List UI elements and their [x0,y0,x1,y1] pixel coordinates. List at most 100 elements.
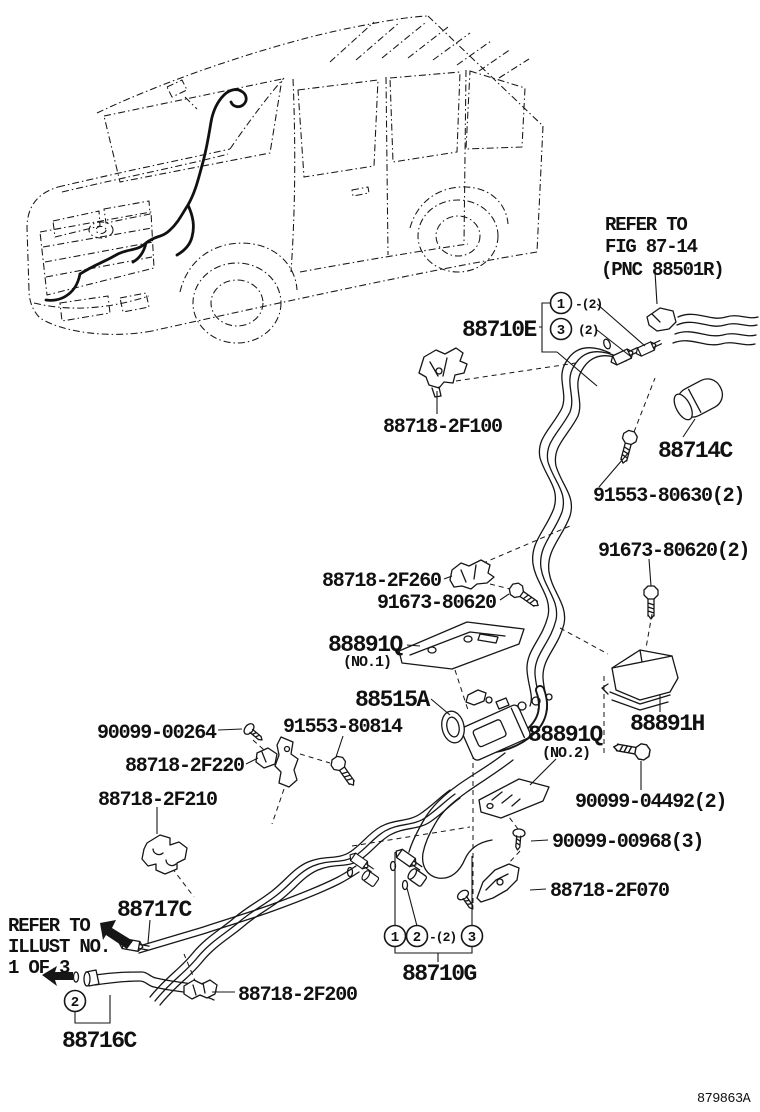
direction-arrow-icon [100,920,133,949]
part-label-88891Q-no2-sub: (NO.2) [542,745,590,762]
grille [39,211,155,296]
part-label-91673-80620-x2: 91673-80620(2) [598,540,749,563]
note-line: REFER TO [605,214,687,236]
part-label-88718-2F070: 88718-2F070 [550,880,669,903]
part-label-88717C: 88717C [117,897,193,923]
callout-qty: (2) [578,323,598,338]
pipe-end-fitting [405,866,428,888]
windshield [103,78,283,183]
part-label-88718-2F210: 88718-2F210 [98,789,217,812]
callout-qty: -(2) [575,297,602,312]
vehicle-sketch [26,15,544,344]
rear-pipe-to-front-unit [646,307,759,346]
side-mirror [166,79,198,110]
callout-top-3: 3 (2) [549,317,599,341]
pipe-88717C [135,865,360,954]
o-ring [346,866,354,878]
bolt-91673-80620-glyph [506,580,543,612]
headlights [52,200,151,238]
pipe-routing-highlight [44,88,248,302]
pipe-end-fitting [359,868,380,888]
part-labels: 88710E 88718-2F100 88714C 91553-80630(2)… [62,317,750,1054]
brand-emblem [88,221,114,239]
clamp-88718-2F210-glyph [141,834,188,875]
note-line: 1 OF 3 [8,957,70,979]
front-pipe-88710G [72,752,514,1006]
o-ring [401,879,409,891]
screw-90099-00968-glyph [510,827,526,852]
clamp-88718-2F220-glyph [255,736,299,788]
callout-top-1: 1 -(2) [549,291,603,315]
note-line: ILLUST NO. [8,936,110,958]
drawing-code: 879863A [697,1092,752,1107]
note-line: REFER TO [8,915,90,937]
part-label-90099-00968: 90099-00968(3) [552,831,703,854]
roof-hatching [329,21,530,79]
front-wheel [192,262,282,344]
part-label-91673-80620: 91673-80620 [377,592,496,615]
clamp-88718-2F260-glyph [449,559,495,590]
pipe-union-fitting [346,850,376,875]
bracket-88891Q-no1-glyph [398,621,525,670]
part-label-88710G: 88710G [402,961,477,987]
part-label-88891Q-no1-sub: (NO.1) [343,654,391,671]
callout-number: 2 [71,995,79,1011]
license-plate [59,295,111,322]
callout-qty: -(2) [429,930,456,945]
valve-88515A-glyph [441,689,553,761]
callout-number: 3 [557,323,565,339]
bolt-90099-04492-glyph [611,738,652,762]
pipe-union-fitting [392,846,425,874]
callout-number: 1 [557,297,565,313]
o-ring [72,971,80,983]
pipe-loop-to-valve [408,752,514,879]
insulator-88714C-glyph [673,378,724,421]
clamp-88718-2F100-glyph [418,347,468,398]
pipe-connector-88501R [646,307,677,332]
bracket-88891H-glyph [601,649,679,711]
callout-bottom-1: 1 [383,924,407,948]
part-label-88718-2F260: 88718-2F260 [322,570,441,593]
part-label-88515A: 88515A [355,687,431,713]
callout-number: 2 [413,930,421,946]
bolt-91673-80620x2-glyph [643,585,659,620]
leader-lines [74,271,696,1024]
rear-wheel [417,199,499,273]
part-label-88710E: 88710E [462,317,537,343]
bracket-88891Q-no2-glyph [478,778,550,819]
part-label-88891H: 88891H [630,711,705,737]
part-label-88718-2F220: 88718-2F220 [125,755,244,778]
clamp-88718-2F200-glyph [183,979,218,1000]
pipe-union-fitting [608,344,642,368]
note-refer-illust: REFER TO ILLUST NO. 1 OF 3 [8,915,111,979]
part-label-88714C: 88714C [658,438,734,464]
note-line: (PNC 88501R) [601,259,723,281]
pipe-bundle-lower [149,789,461,1006]
o-ring [603,338,611,350]
part-label-88716C: 88716C [62,1028,138,1054]
callout-bottom-3: 3 [460,924,484,948]
part-label-90099-00264: 90099-00264 [97,722,217,745]
callout-number: 1 [391,930,399,946]
callout-number: 3 [468,930,476,946]
bolt-91553-80814-glyph [328,753,360,790]
part-label-88891Q-no1: 88891Q [328,632,404,658]
part-label-91553-80814: 91553-80814 [283,716,403,739]
part-label-90099-04492: 90099-04492(2) [575,791,726,814]
callout-bottom-2: 2 -(2) [405,924,457,948]
bolt-91553-80630-glyph [615,428,639,466]
callout-left-2: 2 [63,989,87,1013]
projection-lines [171,362,656,984]
clamp-88718-2F070-glyph [455,863,520,914]
note-refer-fig: REFER TO FIG 87-14 (PNC 88501R) [601,214,725,281]
note-line: FIG 87-14 [605,236,698,258]
screw-icon [455,887,479,914]
part-label-88891Q-no2: 88891Q [528,722,604,748]
part-label-88718-2F100: 88718-2F100 [383,416,502,439]
part-label-91553-80630: 91553-80630(2) [593,485,744,508]
direction-arrow-icon [42,966,73,986]
side-windows [297,70,526,178]
pipe-bundle-upper [526,347,627,715]
